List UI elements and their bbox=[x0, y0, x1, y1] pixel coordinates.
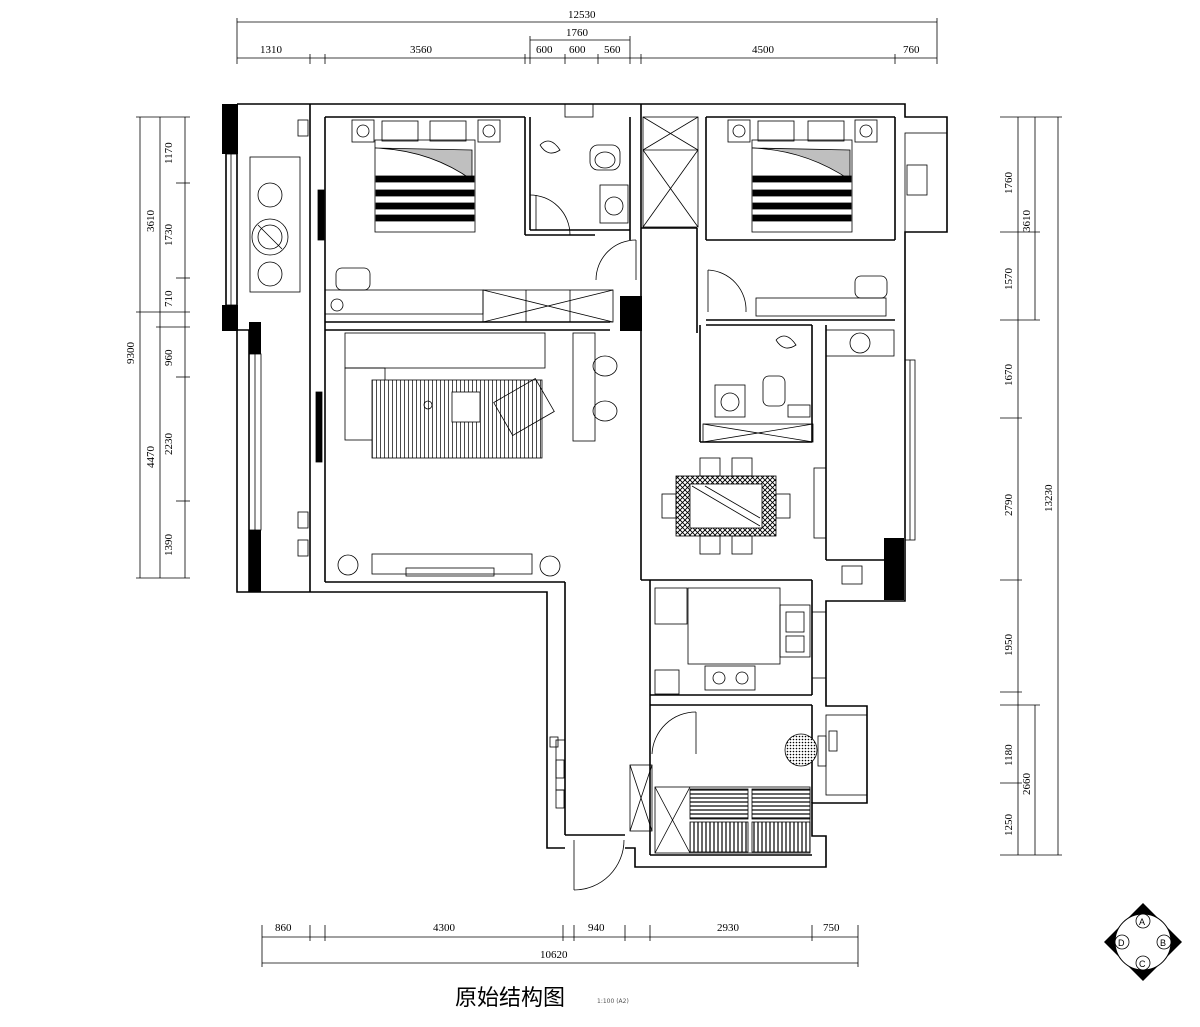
dim-bottom-5: 750 bbox=[823, 922, 840, 934]
dim-bottom-4: 2930 bbox=[717, 922, 740, 934]
dim-top-3: 600 bbox=[536, 44, 553, 56]
dim-left-4: 960 bbox=[163, 349, 175, 366]
structural-columns bbox=[222, 104, 904, 600]
bed-left bbox=[351, 119, 501, 233]
dim-right-total: 13230 bbox=[1043, 484, 1055, 512]
bathroom1-fixtures bbox=[529, 140, 629, 236]
compass-d: D bbox=[1118, 938, 1125, 948]
kitchen-counter bbox=[654, 587, 811, 695]
balcony-table-set bbox=[249, 119, 309, 557]
bathroom2-fixtures bbox=[702, 335, 814, 443]
compass-a: A bbox=[1139, 917, 1145, 927]
dim-left-total: 9300 bbox=[125, 342, 137, 365]
dim-top-1: 1310 bbox=[260, 44, 283, 56]
dim-right-1: 1760 bbox=[1003, 172, 1015, 195]
dim-left-5: 2230 bbox=[163, 433, 175, 456]
right-dimensions bbox=[1000, 116, 1062, 856]
study-wardrobe bbox=[629, 764, 811, 854]
study-desk bbox=[651, 711, 838, 767]
sofa-set bbox=[344, 332, 555, 459]
bedroom1-door bbox=[595, 239, 637, 281]
dim-left-lower: 4470 bbox=[145, 446, 157, 469]
dim-right-2: 1570 bbox=[1003, 268, 1015, 291]
dim-top-2: 3560 bbox=[410, 44, 433, 56]
entry-door bbox=[549, 736, 625, 891]
left-dimensions bbox=[136, 116, 190, 579]
dim-left-2: 1730 bbox=[163, 224, 175, 247]
dim-bottom-1: 860 bbox=[275, 922, 292, 934]
dim-right-7: 1250 bbox=[1003, 814, 1015, 837]
dim-bottom-2: 4300 bbox=[433, 922, 456, 934]
compass-c: C bbox=[1139, 959, 1146, 969]
balcony-right bbox=[813, 329, 895, 585]
dim-left-1: 1170 bbox=[163, 142, 175, 164]
dim-top-7: 760 bbox=[903, 44, 920, 56]
dim-bottom-total: 10620 bbox=[540, 949, 568, 961]
bedroom1-desk-wardrobe bbox=[317, 189, 614, 323]
dim-right-5: 1950 bbox=[1003, 634, 1015, 657]
dim-left-6: 1390 bbox=[163, 534, 175, 557]
plan-title: 原始结构图 bbox=[455, 986, 566, 1011]
dim-right-4: 2790 bbox=[1003, 494, 1015, 517]
dim-left-upper: 3610 bbox=[145, 210, 157, 233]
dim-top-total: 12530 bbox=[568, 9, 596, 21]
dim-right-3: 1670 bbox=[1003, 364, 1015, 387]
dim-top-4: 600 bbox=[569, 44, 586, 56]
dim-top-5: 560 bbox=[604, 44, 621, 56]
windows bbox=[225, 103, 948, 796]
tv-cabinet bbox=[315, 332, 618, 577]
compass-icon: A B C D bbox=[1104, 903, 1182, 981]
bedroom2-desk bbox=[707, 164, 928, 317]
dim-right-lower: 2660 bbox=[1021, 773, 1033, 796]
dim-top-sub: 1760 bbox=[566, 27, 589, 39]
dim-left-3: 710 bbox=[163, 290, 175, 307]
corridor-closet bbox=[642, 116, 699, 228]
bed-right bbox=[727, 119, 878, 233]
dim-right-6: 1180 bbox=[1003, 744, 1015, 766]
dim-top-6: 4500 bbox=[752, 44, 775, 56]
dim-right-upper: 3610 bbox=[1021, 210, 1033, 233]
plan-scale: 1:100 (A2) bbox=[597, 998, 629, 1005]
compass-b: B bbox=[1160, 938, 1166, 948]
dining-table bbox=[661, 457, 791, 555]
dim-bottom-3: 940 bbox=[588, 922, 605, 934]
bottom-dimensions bbox=[261, 925, 859, 967]
top-dimensions bbox=[236, 18, 938, 64]
